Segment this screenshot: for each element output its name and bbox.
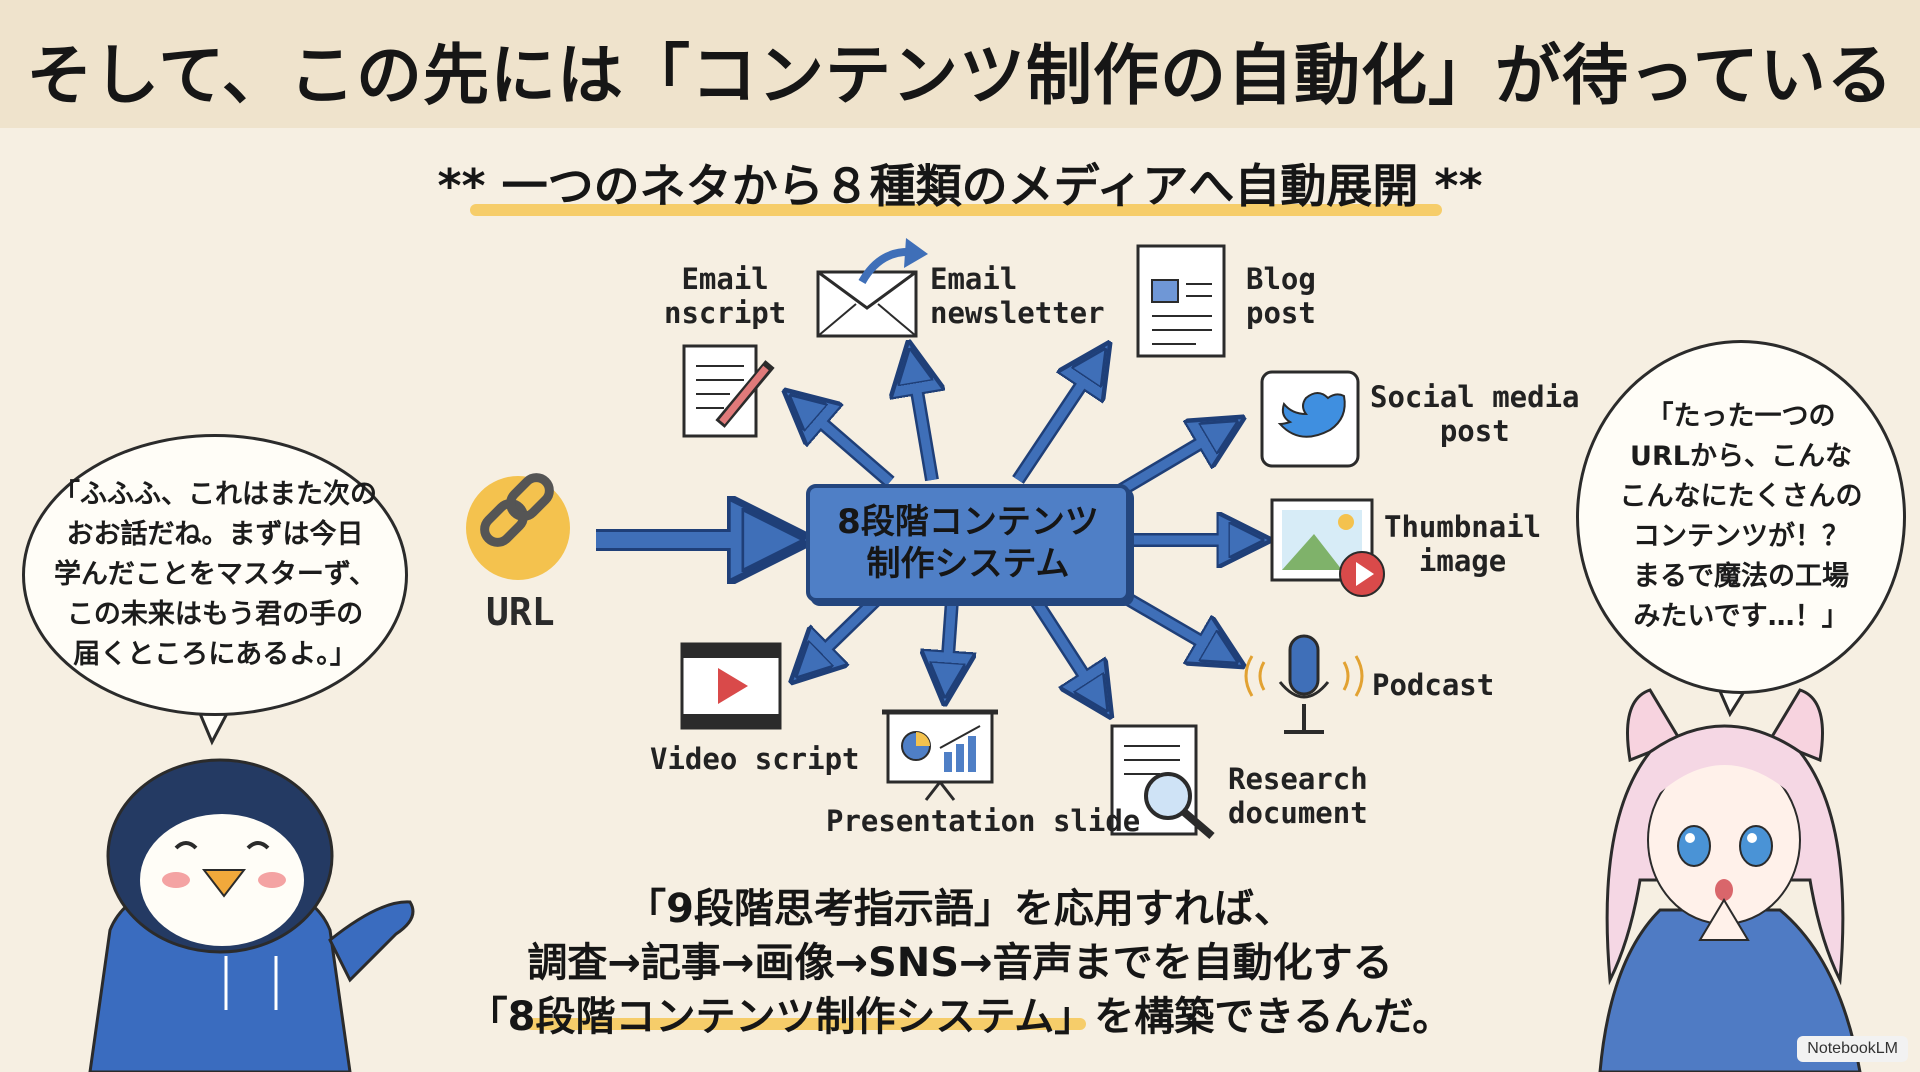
output-label-presentation-slide: Presentation slide [826, 804, 1141, 838]
output-label-podcast: Podcast [1372, 668, 1495, 702]
penguin-speech-text: 「ふふふ、これはまた次の おお話だね。まずは今日 学んだことをマスターず、 この… [53, 479, 377, 670]
caption-line-3: 「8段階コンテンツ制作システム」を構築できるんだ。 [467, 994, 1453, 1040]
penguin-character [88, 758, 415, 1072]
caption-highlight [526, 1018, 1086, 1030]
presentation-board-icon [882, 709, 998, 801]
output-label-research-document: Research document [1228, 762, 1368, 830]
page-subtitle: ** 一つのネタから８種類のメディアへ自動展開 ** [437, 159, 1483, 213]
caption-line-1: 「9段階思考指示語」を応用すれば、 [626, 886, 1294, 932]
hub-line-2: 制作システム [866, 544, 1070, 584]
microphone-icon [1244, 634, 1364, 734]
output-label-video-script: Video script [650, 742, 860, 776]
output-label-thumbnail-image: Thumbnail image [1384, 510, 1542, 578]
output-label-email-script: Email nscript [664, 262, 787, 330]
url-label: URL [486, 590, 555, 634]
content-system-hub: 8段階コンテンツ 制作システム [806, 484, 1130, 602]
document-pencil-icon [682, 344, 775, 438]
girl-speech-bubble: 「たった一つの URLから、こんな こんなにたくさんの コンテンツが！？ まるで… [1576, 340, 1906, 694]
girl-character [1598, 688, 1862, 1072]
girl-speech-text: 「たった一つの URLから、こんな こんなにたくさんの コンテンツが！？ まるで… [1619, 401, 1863, 632]
magnifier-document-icon [1110, 724, 1215, 840]
output-label-social-media-post: Social media post [1370, 380, 1580, 448]
output-label-email-newsletter: Email newsletter [930, 262, 1105, 330]
title-band [0, 0, 1920, 128]
twitter-bird-icon [1260, 370, 1360, 468]
notebooklm-badge: NotebookLM [1797, 1036, 1908, 1062]
caption-line-2: 調査→記事→画像→SNS→音声までを自動化する [527, 940, 1393, 986]
subtitle-highlight [470, 204, 1442, 216]
hub-line-1: 8段階コンテンツ [837, 502, 1099, 542]
image-play-icon [1270, 498, 1385, 597]
output-label-blog-post: Blog post [1246, 262, 1316, 330]
page-title: そして、この先には「コンテンツ制作の自動化」が待っている [26, 37, 1894, 114]
envelope-icon [816, 238, 928, 338]
penguin-speech-bubble: 「ふふふ、これはまた次の おお話だね。まずは今日 学んだことをマスターず、 この… [22, 434, 408, 716]
blog-document-icon [1136, 244, 1226, 358]
link-icon [466, 473, 570, 580]
film-strip-icon [680, 642, 782, 730]
